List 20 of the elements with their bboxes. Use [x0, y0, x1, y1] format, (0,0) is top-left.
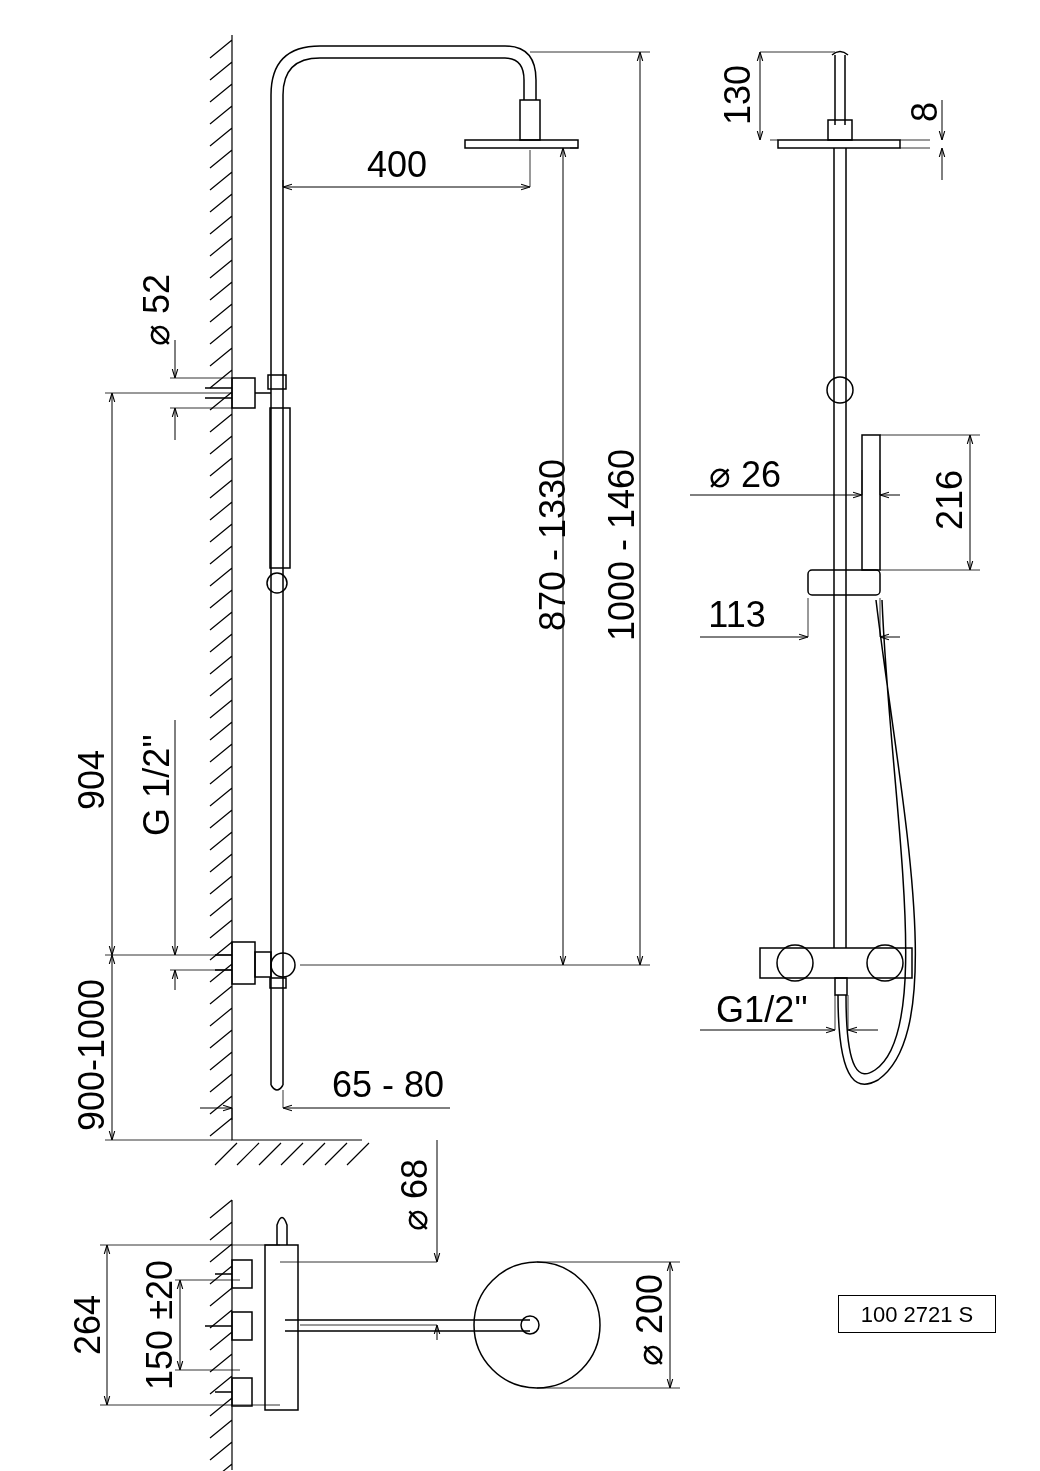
title-block [838, 1295, 996, 1333]
dimension-label: 130 [720, 64, 756, 126]
dimension-label: 264 [70, 1294, 106, 1356]
part-number: 100 2721 S [860, 1300, 974, 1329]
dimension-label: 150 ±20 [142, 1260, 178, 1390]
dimension-label: ⌀ 200 [632, 1273, 668, 1367]
dimension-label: 216 [932, 469, 968, 531]
dimension-label: 8 [907, 102, 943, 122]
dimension-label: G1/2'' [716, 992, 808, 1028]
dimension-label: ⌀ 52 [139, 274, 175, 346]
dimension-label: 65 - 80 [331, 1067, 445, 1103]
dimension-label: 870 - 1330 [535, 458, 571, 632]
dimension-label: 400 [366, 147, 428, 183]
dimension-label: 904 [74, 749, 110, 811]
dimension-label: G 1/2'' [139, 734, 175, 836]
dimension-label: 900-1000 [74, 978, 110, 1132]
dimension-label: ⌀ 26 [709, 457, 781, 493]
dimension-label: 113 [708, 597, 766, 633]
dimension-label: 1000 - 1460 [604, 448, 640, 642]
dimension-label: ⌀ 68 [397, 1159, 433, 1231]
